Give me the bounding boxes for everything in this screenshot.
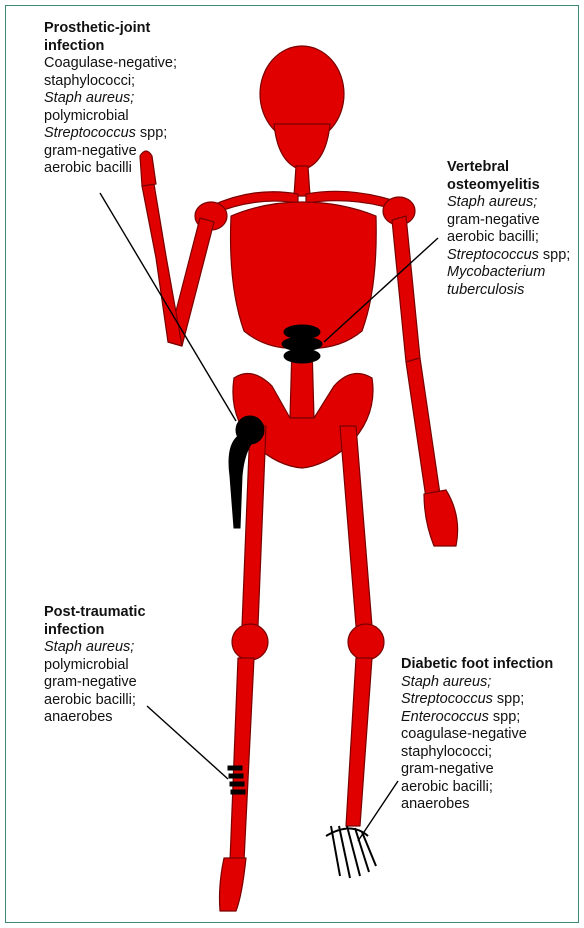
organism-line: staphylococci;	[401, 744, 553, 762]
organism-line: tuberculosis	[447, 282, 570, 300]
organism-line: Staph aureus;	[44, 639, 146, 657]
organism-line: polymicrobial	[44, 657, 146, 675]
vertebral-title-2: osteomyelitis	[447, 177, 570, 195]
vertebral-osteomyelitis-label: Vertebral osteomyelitis Staph aureus; gr…	[447, 159, 570, 299]
posttraumatic-leader	[147, 706, 228, 779]
posttraumatic-title-1: Post-traumatic	[44, 604, 146, 622]
vertebral-lesions	[282, 325, 322, 363]
organism-line: Staph aureus;	[44, 90, 177, 108]
organism-line: gram-negative	[401, 761, 553, 779]
organism-line: Streptococcus spp;	[44, 125, 177, 143]
left-upper-arm	[392, 216, 420, 362]
organism-line: gram-negative	[44, 143, 177, 161]
organism-line: staphylococci;	[44, 73, 177, 91]
prosthetic-joint-label: Prosthetic-joint infection Coagulase-neg…	[44, 20, 177, 178]
organism-line: Staph aureus;	[401, 674, 553, 692]
organism-line: polymicrobial	[44, 108, 177, 126]
organism-line: anaerobes	[401, 796, 553, 814]
left-forearm	[406, 358, 440, 498]
organism-line: Streptococcus spp;	[401, 691, 553, 709]
organism-line: aerobic bacilli;	[44, 692, 146, 710]
cervical-spine	[294, 166, 310, 196]
prosthetic-title-2: infection	[44, 38, 177, 56]
organism-line: gram-negative	[44, 674, 146, 692]
organism-line: Mycobacterium	[447, 264, 570, 282]
organism-line: aerobic bacilli;	[401, 779, 553, 797]
organism-line: Coagulase-negative;	[44, 55, 177, 73]
posttraumatic-title-2: infection	[44, 622, 146, 640]
jaw	[274, 124, 330, 170]
diabetic-foot-bones	[326, 826, 376, 878]
post-traumatic-label: Post-traumatic infection Staph aureus; p…	[44, 604, 146, 727]
organism-line: Enterococcus spp;	[401, 709, 553, 727]
organism-line: aerobic bacilli	[44, 160, 177, 178]
left-knee	[348, 624, 384, 660]
prosthetic-title-1: Prosthetic-joint	[44, 20, 177, 38]
right-tibia	[230, 658, 254, 861]
diabetic-title: Diabetic foot infection	[401, 656, 553, 674]
diabetic-foot-label: Diabetic foot infection Staph aureus; St…	[401, 656, 553, 814]
vertebral-title-1: Vertebral	[447, 159, 570, 177]
organism-line: gram-negative	[447, 212, 570, 230]
organism-line: Staph aureus;	[447, 194, 570, 212]
organism-line: anaerobes	[44, 709, 146, 727]
left-femur	[340, 426, 372, 626]
organism-line: aerobic bacilli;	[447, 229, 570, 247]
right-foot	[220, 858, 247, 911]
left-tibia	[346, 658, 372, 826]
figure-frame: Prosthetic-joint infection Coagulase-neg…	[5, 5, 579, 923]
diabetic-leader	[358, 781, 398, 841]
organism-line: coagulase-negative	[401, 726, 553, 744]
organism-line: Streptococcus spp;	[447, 247, 570, 265]
left-hand	[424, 490, 458, 546]
right-knee	[232, 624, 268, 660]
